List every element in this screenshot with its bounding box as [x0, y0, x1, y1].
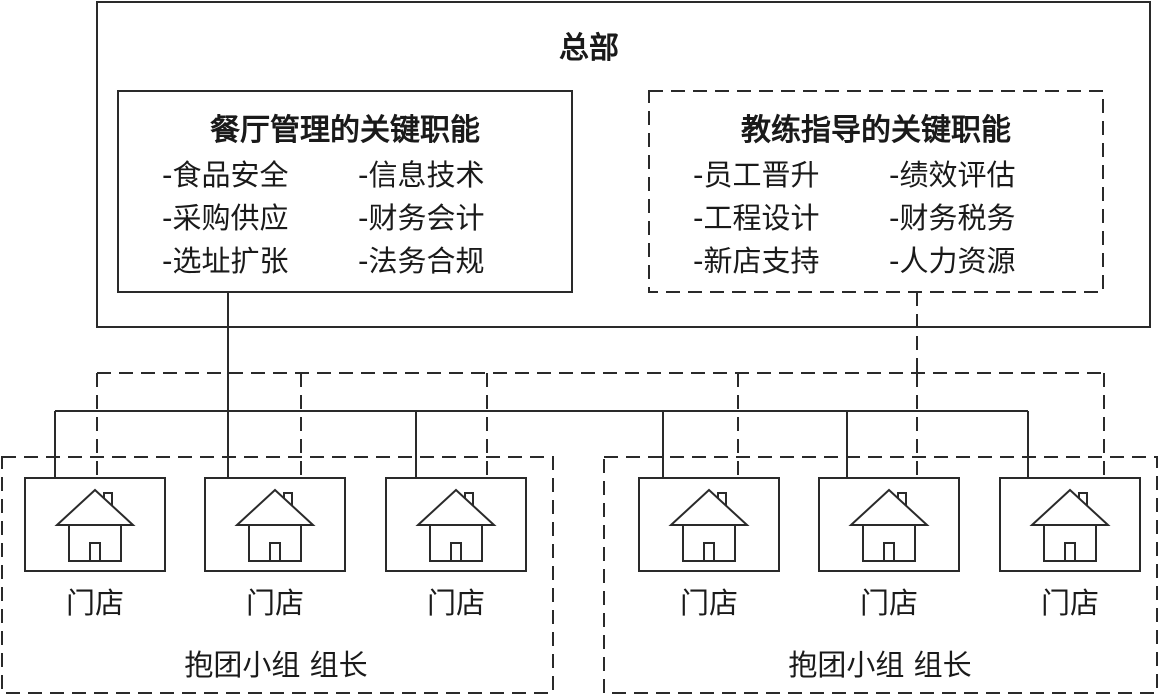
- group-label: 抱团小组 组长: [788, 648, 971, 682]
- store-box: [999, 477, 1141, 572]
- management-item: -选址扩张: [162, 244, 288, 278]
- house-icon: [415, 488, 497, 562]
- management-item: -财务会计: [358, 201, 484, 235]
- coaching-item: -绩效评估: [889, 158, 1015, 192]
- headquarters-title: 总部: [559, 31, 619, 66]
- store-label: 门店: [246, 586, 304, 620]
- store-box: [24, 477, 166, 572]
- coaching-item: -工程设计: [693, 201, 819, 235]
- house-icon: [848, 488, 930, 562]
- coaching-item: -财务税务: [889, 201, 1015, 235]
- store-label: 门店: [427, 586, 485, 620]
- coaching-title: 教练指导的关键职能: [741, 113, 1011, 148]
- coaching-item: -员工晋升: [693, 158, 819, 192]
- store-label: 门店: [66, 586, 124, 620]
- management-box: [117, 90, 573, 293]
- house-icon: [54, 488, 136, 562]
- coaching-box: [648, 90, 1104, 293]
- management-item: -采购供应: [162, 201, 288, 235]
- store-box: [818, 477, 960, 572]
- management-item: -信息技术: [358, 158, 484, 192]
- store-label: 门店: [860, 586, 918, 620]
- house-icon: [234, 488, 316, 562]
- store-box: [204, 477, 346, 572]
- store-box: [385, 477, 527, 572]
- group-label: 抱团小组 组长: [184, 648, 367, 682]
- management-item: -食品安全: [162, 158, 288, 192]
- coaching-item: -新店支持: [693, 244, 819, 278]
- group-box: [1, 456, 554, 694]
- coaching-connector-lines: [96, 292, 1105, 478]
- coaching-item: -人力资源: [889, 244, 1015, 278]
- headquarters-box: [96, 1, 1151, 328]
- group-box: [603, 456, 1158, 694]
- management-connector-lines: [54, 292, 1029, 478]
- store-box: [638, 477, 780, 572]
- store-label: 门店: [1041, 586, 1099, 620]
- management-item: -法务合规: [358, 244, 484, 278]
- store-label: 门店: [680, 586, 738, 620]
- management-title: 餐厅管理的关键职能: [210, 113, 480, 148]
- house-icon: [668, 488, 750, 562]
- house-icon: [1029, 488, 1111, 562]
